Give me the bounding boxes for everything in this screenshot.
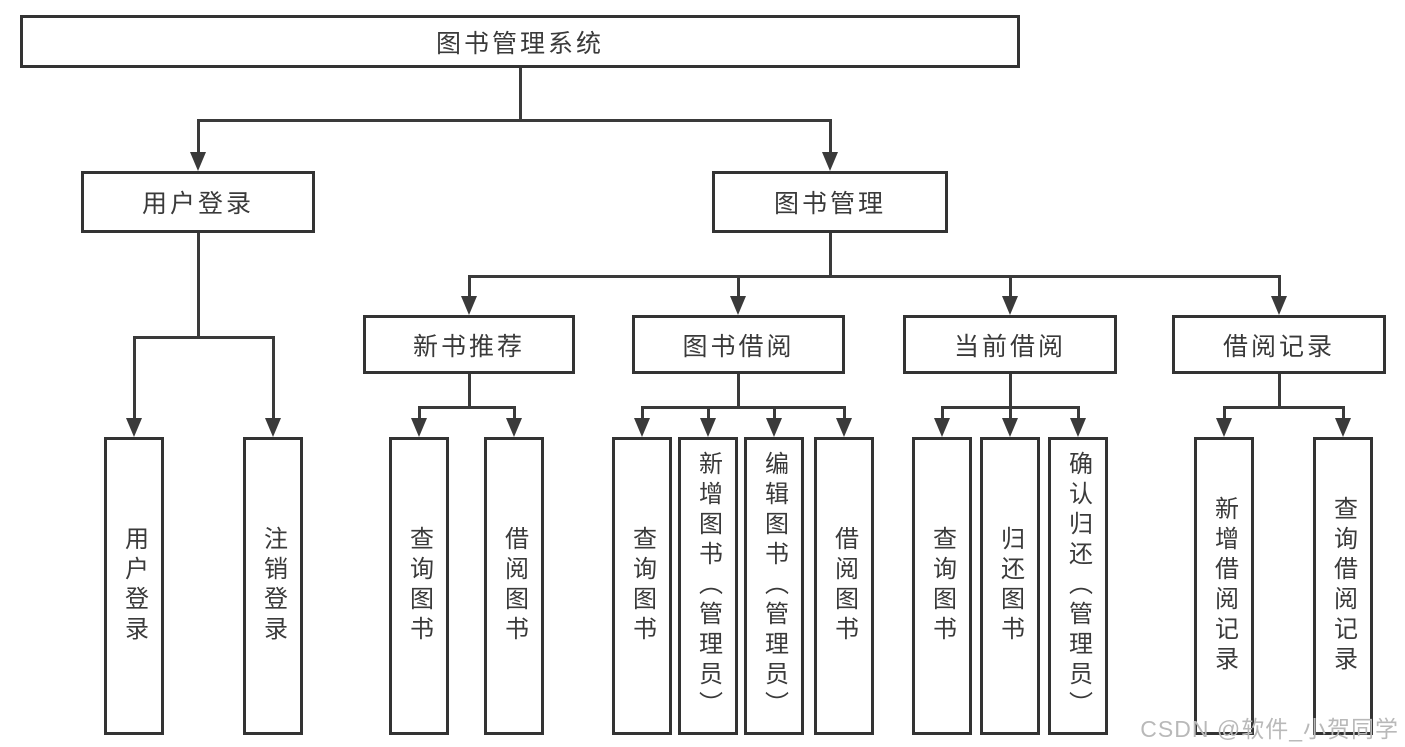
arrow-to-book-mgmt: [822, 152, 838, 171]
leaf-edit-book-admin: 编辑图书（管理员）: [744, 437, 804, 735]
leaf-rec-borrow-book: 借阅图书: [484, 437, 544, 735]
node-book-mgmt: 图书管理: [712, 171, 948, 233]
arrow-g3-2: [700, 418, 716, 437]
leaf-confirm-return-admin: 确认归还（管理员）: [1048, 437, 1108, 735]
connector-drop-g3-3: [773, 406, 776, 420]
arrow-g5-1: [1216, 418, 1232, 437]
leaf-borrow-search-book: 查询图书: [612, 437, 672, 735]
connector-drop-g3-4: [843, 406, 846, 420]
connector-book-borrow-branch: [641, 406, 845, 409]
connector-drop-g2-1: [418, 406, 421, 420]
connector-borrow-records-stem: [1278, 374, 1281, 408]
arrow-to-current-borrow: [1002, 296, 1018, 315]
leaf-current-search-book: 查询图书: [912, 437, 972, 735]
connector-root-stem: [519, 68, 522, 120]
leaf-add-borrow-record: 新增借阅记录: [1194, 437, 1254, 735]
connector-drop-g3-1: [641, 406, 644, 420]
arrow-to-new-book-rec: [461, 296, 477, 315]
arrow-g2-1: [411, 418, 427, 437]
connector-book-mgmt-branch: [468, 275, 1281, 278]
connector-drop-g4-1: [941, 406, 944, 420]
arrow-g3-4: [836, 418, 852, 437]
connector-drop-g5-1: [1223, 406, 1226, 420]
connector-drop-g4-2: [1009, 406, 1012, 420]
node-library-system: 图书管理系统: [20, 15, 1020, 68]
connector-borrow-records-branch: [1223, 406, 1345, 409]
csdn-watermark: CSDN @软件_小贺同学: [1140, 716, 1399, 742]
connector-drop-book-mgmt: [829, 119, 832, 155]
arrow-g5-2: [1335, 418, 1351, 437]
arrow-g3-3: [766, 418, 782, 437]
arrow-g4-3: [1070, 418, 1086, 437]
connector-new-book-rec-branch: [418, 406, 516, 409]
connector-user-login-branch: [133, 336, 275, 339]
connector-drop-g5-2: [1342, 406, 1345, 420]
arrow-to-leaf-logout: [265, 418, 281, 437]
connector-drop-g2-2: [513, 406, 516, 420]
arrow-g4-2: [1002, 418, 1018, 437]
leaf-logout: 注销登录: [243, 437, 303, 735]
connector-drop-book-borrow: [737, 275, 740, 299]
connector-drop-g3-2: [707, 406, 710, 420]
leaf-return-book: 归还图书: [980, 437, 1040, 735]
leaf-rec-search-book: 查询图书: [389, 437, 449, 735]
leaf-user-login: 用户登录: [104, 437, 164, 735]
arrow-to-leaf-login: [126, 418, 142, 437]
connector-user-login-stem: [197, 233, 200, 338]
leaf-search-borrow-record: 查询借阅记录: [1313, 437, 1373, 735]
connector-book-borrow-stem: [737, 374, 740, 408]
node-new-book-rec: 新书推荐: [363, 315, 575, 374]
leaf-add-book-admin: 新增图书（管理员）: [678, 437, 738, 735]
arrow-to-borrow-records: [1271, 296, 1287, 315]
arrow-g3-1: [634, 418, 650, 437]
node-user-login: 用户登录: [81, 171, 315, 233]
connector-drop-user-login: [197, 119, 200, 155]
connector-current-borrow-stem: [1009, 374, 1012, 408]
connector-drop-g4-3: [1077, 406, 1080, 420]
arrow-g2-2: [506, 418, 522, 437]
node-borrow-records: 借阅记录: [1172, 315, 1386, 374]
connector-drop-current-borrow: [1009, 275, 1012, 299]
node-book-borrow: 图书借阅: [632, 315, 845, 374]
connector-new-book-rec-stem: [468, 374, 471, 408]
arrow-to-book-borrow: [730, 296, 746, 315]
leaf-borrow-book: 借阅图书: [814, 437, 874, 735]
arrow-to-user-login: [190, 152, 206, 171]
connector-drop-leaf-logout: [272, 336, 275, 420]
connector-drop-borrow-records: [1278, 275, 1281, 299]
connector-drop-leaf-login: [133, 336, 136, 420]
node-current-borrow: 当前借阅: [903, 315, 1117, 374]
connector-drop-new-book-rec: [468, 275, 471, 299]
connector-book-mgmt-stem: [829, 233, 832, 277]
connector-root-branch: [197, 119, 831, 122]
arrow-g4-1: [934, 418, 950, 437]
